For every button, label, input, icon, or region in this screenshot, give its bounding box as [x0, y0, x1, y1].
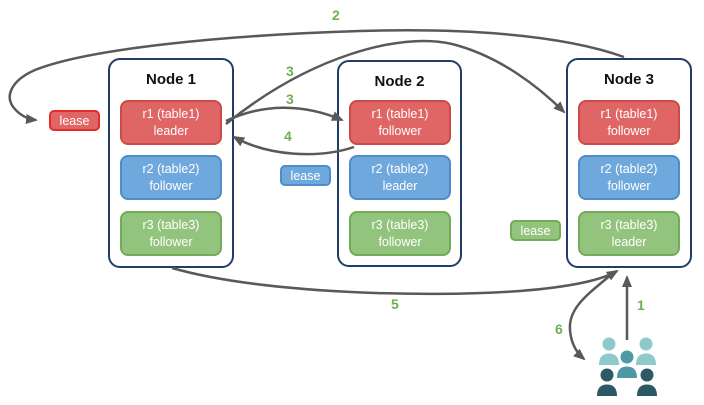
replica-name: r3 (table3) [142, 218, 200, 233]
replica-name: r1 (table1) [600, 107, 658, 122]
replica-name: r2 (table2) [600, 162, 658, 177]
replica-name: r1 (table1) [142, 107, 200, 122]
node3-replica-r3: r3 (table3) leader [578, 211, 680, 256]
node-2-title: Node 2 [374, 73, 425, 90]
replica-name: r3 (table3) [371, 218, 429, 233]
node3-replica-r1: r1 (table1) follower [578, 100, 680, 145]
lease-label-green: lease [510, 220, 561, 241]
replica-role: leader [611, 234, 647, 249]
replica-name: r2 (table2) [371, 162, 429, 177]
node-3-title: Node 3 [603, 71, 654, 88]
step-label-5: 5 [391, 296, 399, 312]
arrow-step2-node3-to-lease1 [8, 29, 625, 124]
replica-name: r1 (table1) [371, 107, 429, 122]
step-label-1: 1 [637, 297, 645, 313]
users-group-icon [597, 337, 657, 396]
node2-replica-r2: r2 (table2) leader [349, 155, 451, 200]
step-label-4: 4 [284, 128, 292, 144]
replica-role: leader [382, 178, 418, 193]
arrow-step3-node1-to-node2 [225, 106, 344, 123]
node-1-title: Node 1 [145, 71, 196, 88]
node1-replica-r3: r3 (table3) follower [120, 211, 222, 256]
replica-name: r2 (table2) [142, 162, 200, 177]
replica-role: follower [378, 234, 422, 249]
arrow-step4-node2-to-node1 [232, 135, 355, 156]
arrow-step5-node1-to-node3 [171, 266, 619, 296]
replica-name: r3 (table3) [600, 218, 658, 233]
replica-role: follower [607, 178, 651, 193]
replica-role: follower [378, 123, 422, 138]
step-label-6: 6 [555, 321, 563, 337]
node1-replica-r1: r1 (table1) leader [120, 100, 222, 145]
node-2-box: Node 2 r1 (table1) follower r2 (table2) … [337, 60, 462, 267]
node3-replica-r2: r2 (table2) follower [578, 155, 680, 200]
node-3-box: Node 3 r1 (table1) follower r2 (table2) … [566, 58, 692, 268]
replica-role: follower [149, 178, 193, 193]
node2-replica-r3: r3 (table3) follower [349, 211, 451, 256]
node1-replica-r2: r2 (table2) follower [120, 155, 222, 200]
replica-role: leader [153, 123, 189, 138]
replica-role: follower [607, 123, 651, 138]
node2-replica-r1: r1 (table1) follower [349, 100, 451, 145]
lease-label-red: lease [49, 110, 100, 131]
node-1-box: Node 1 r1 (table1) leader r2 (table2) fo… [108, 58, 234, 268]
replica-role: follower [149, 234, 193, 249]
lease-label-blue: lease [280, 165, 331, 186]
step-label-3a: 3 [286, 63, 294, 79]
step-label-3b: 3 [286, 91, 294, 107]
step-label-2: 2 [332, 7, 340, 23]
arrow-step6-node3-to-users [568, 273, 613, 361]
